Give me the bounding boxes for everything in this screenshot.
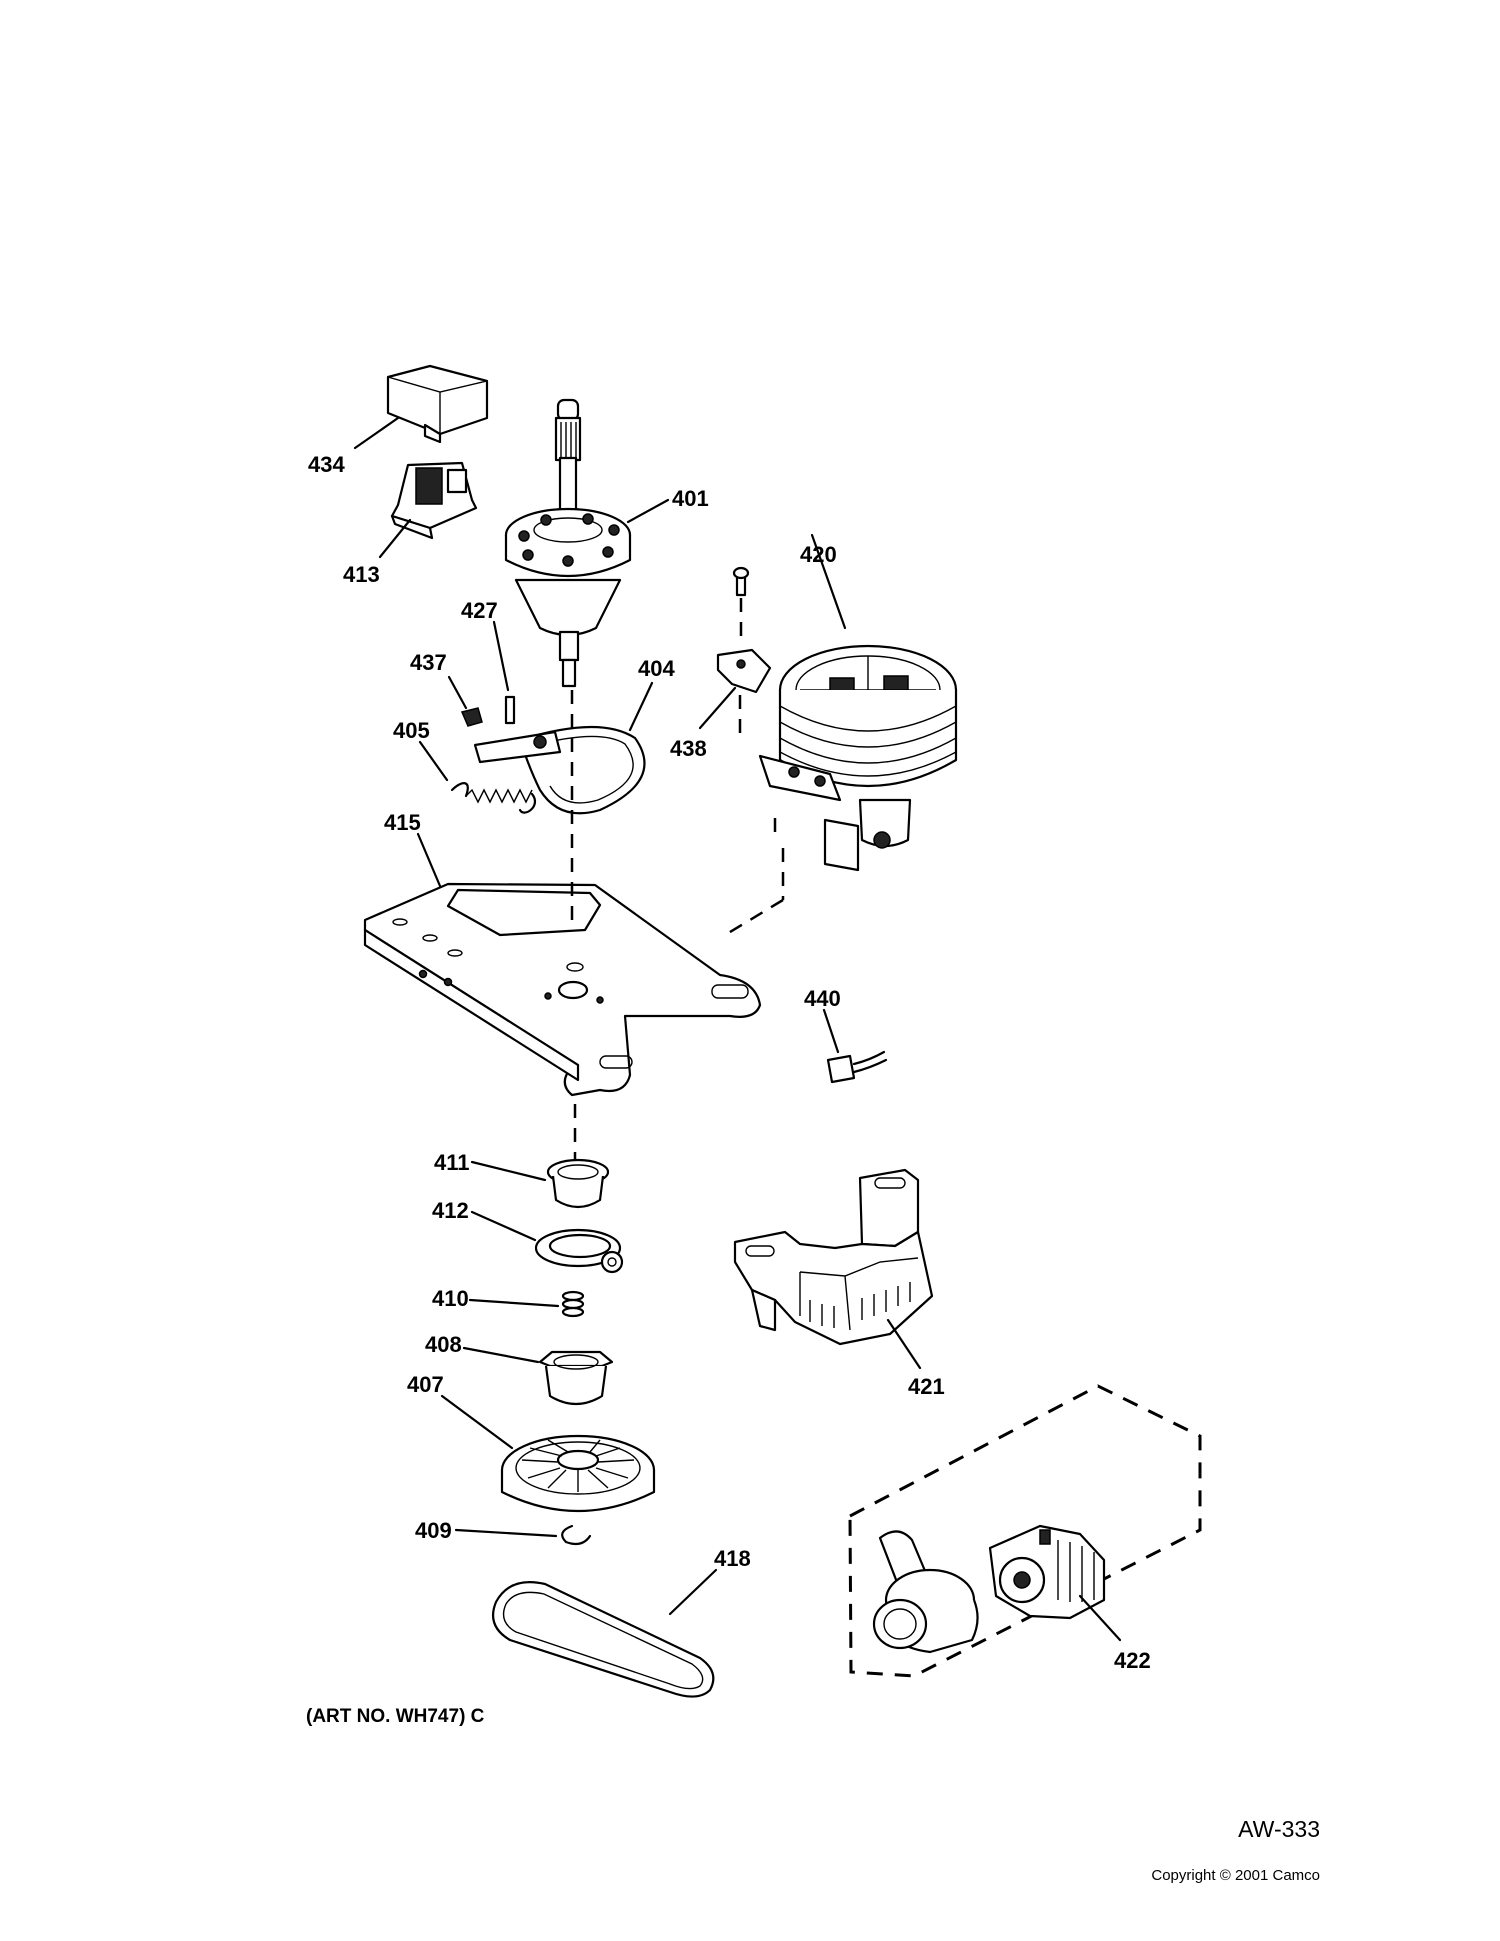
pin-427 (504, 695, 516, 725)
part-label: 421 (908, 1374, 945, 1399)
part-label: 415 (384, 810, 421, 835)
bracket-438 (716, 566, 772, 694)
retaining-ring-409 (561, 1524, 592, 1546)
cover-434 (386, 364, 489, 444)
mounting-plate-415 (363, 882, 762, 1097)
small-spring-410 (561, 1290, 585, 1318)
guard-421 (733, 1168, 934, 1346)
part-label: 440 (804, 986, 841, 1011)
bearing-411 (546, 1158, 610, 1209)
part-label: 413 (343, 562, 380, 587)
part-label: 437 (410, 650, 447, 675)
part-label: 411 (434, 1150, 470, 1175)
pump-422 (872, 1524, 1106, 1654)
part-label: 409 (415, 1518, 452, 1543)
brake-band-404 (473, 725, 646, 815)
part-label: 405 (393, 718, 430, 743)
part-label: 422 (1114, 1648, 1151, 1673)
drawing-code: AW-333 (1238, 1816, 1320, 1842)
part-label: 438 (670, 736, 707, 761)
part-label: 412 (432, 1198, 469, 1223)
transmission-401 (504, 398, 632, 688)
clip-437 (460, 707, 483, 727)
part-label: 404 (638, 656, 675, 681)
part-label: 418 (714, 1546, 751, 1571)
part-label: 420 (800, 542, 837, 567)
pulley-407 (500, 1434, 656, 1512)
part-label: 401 (672, 486, 709, 511)
connector-440 (826, 1050, 888, 1084)
ring-412 (534, 1228, 624, 1274)
part-label: 407 (407, 1372, 444, 1397)
hub-408 (538, 1350, 614, 1406)
part-label: 408 (425, 1332, 462, 1357)
motor-420 (758, 644, 958, 872)
part-label: 427 (461, 598, 498, 623)
pump-assembly-outline (848, 1384, 1202, 1678)
part-label: 410 (432, 1286, 469, 1311)
switch-413 (390, 461, 478, 540)
spring-405 (450, 782, 537, 814)
art-number: (ART NO. WH747) C (306, 1706, 485, 1727)
copyright-notice: Copyright © 2001 Camco (1151, 1867, 1320, 1884)
belt-418 (492, 1581, 715, 1698)
part-label: 434 (308, 452, 345, 477)
